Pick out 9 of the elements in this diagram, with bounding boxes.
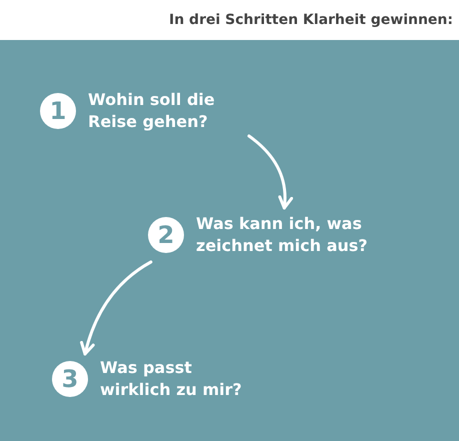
step-number: 1 [40, 93, 76, 129]
step-question: Was passt wirklich zu mir? [100, 357, 243, 401]
heading: In drei Schritten Klarheit gewinnen: [169, 10, 453, 30]
step-number: 3 [52, 361, 88, 397]
curved-arrow [248, 134, 293, 210]
step-number: 2 [148, 217, 184, 253]
curved-arrow [80, 260, 152, 356]
step-question: Wohin soll die Reise gehen? [88, 89, 216, 133]
step-question: Was kann ich, was zeichnet mich aus? [196, 213, 369, 257]
